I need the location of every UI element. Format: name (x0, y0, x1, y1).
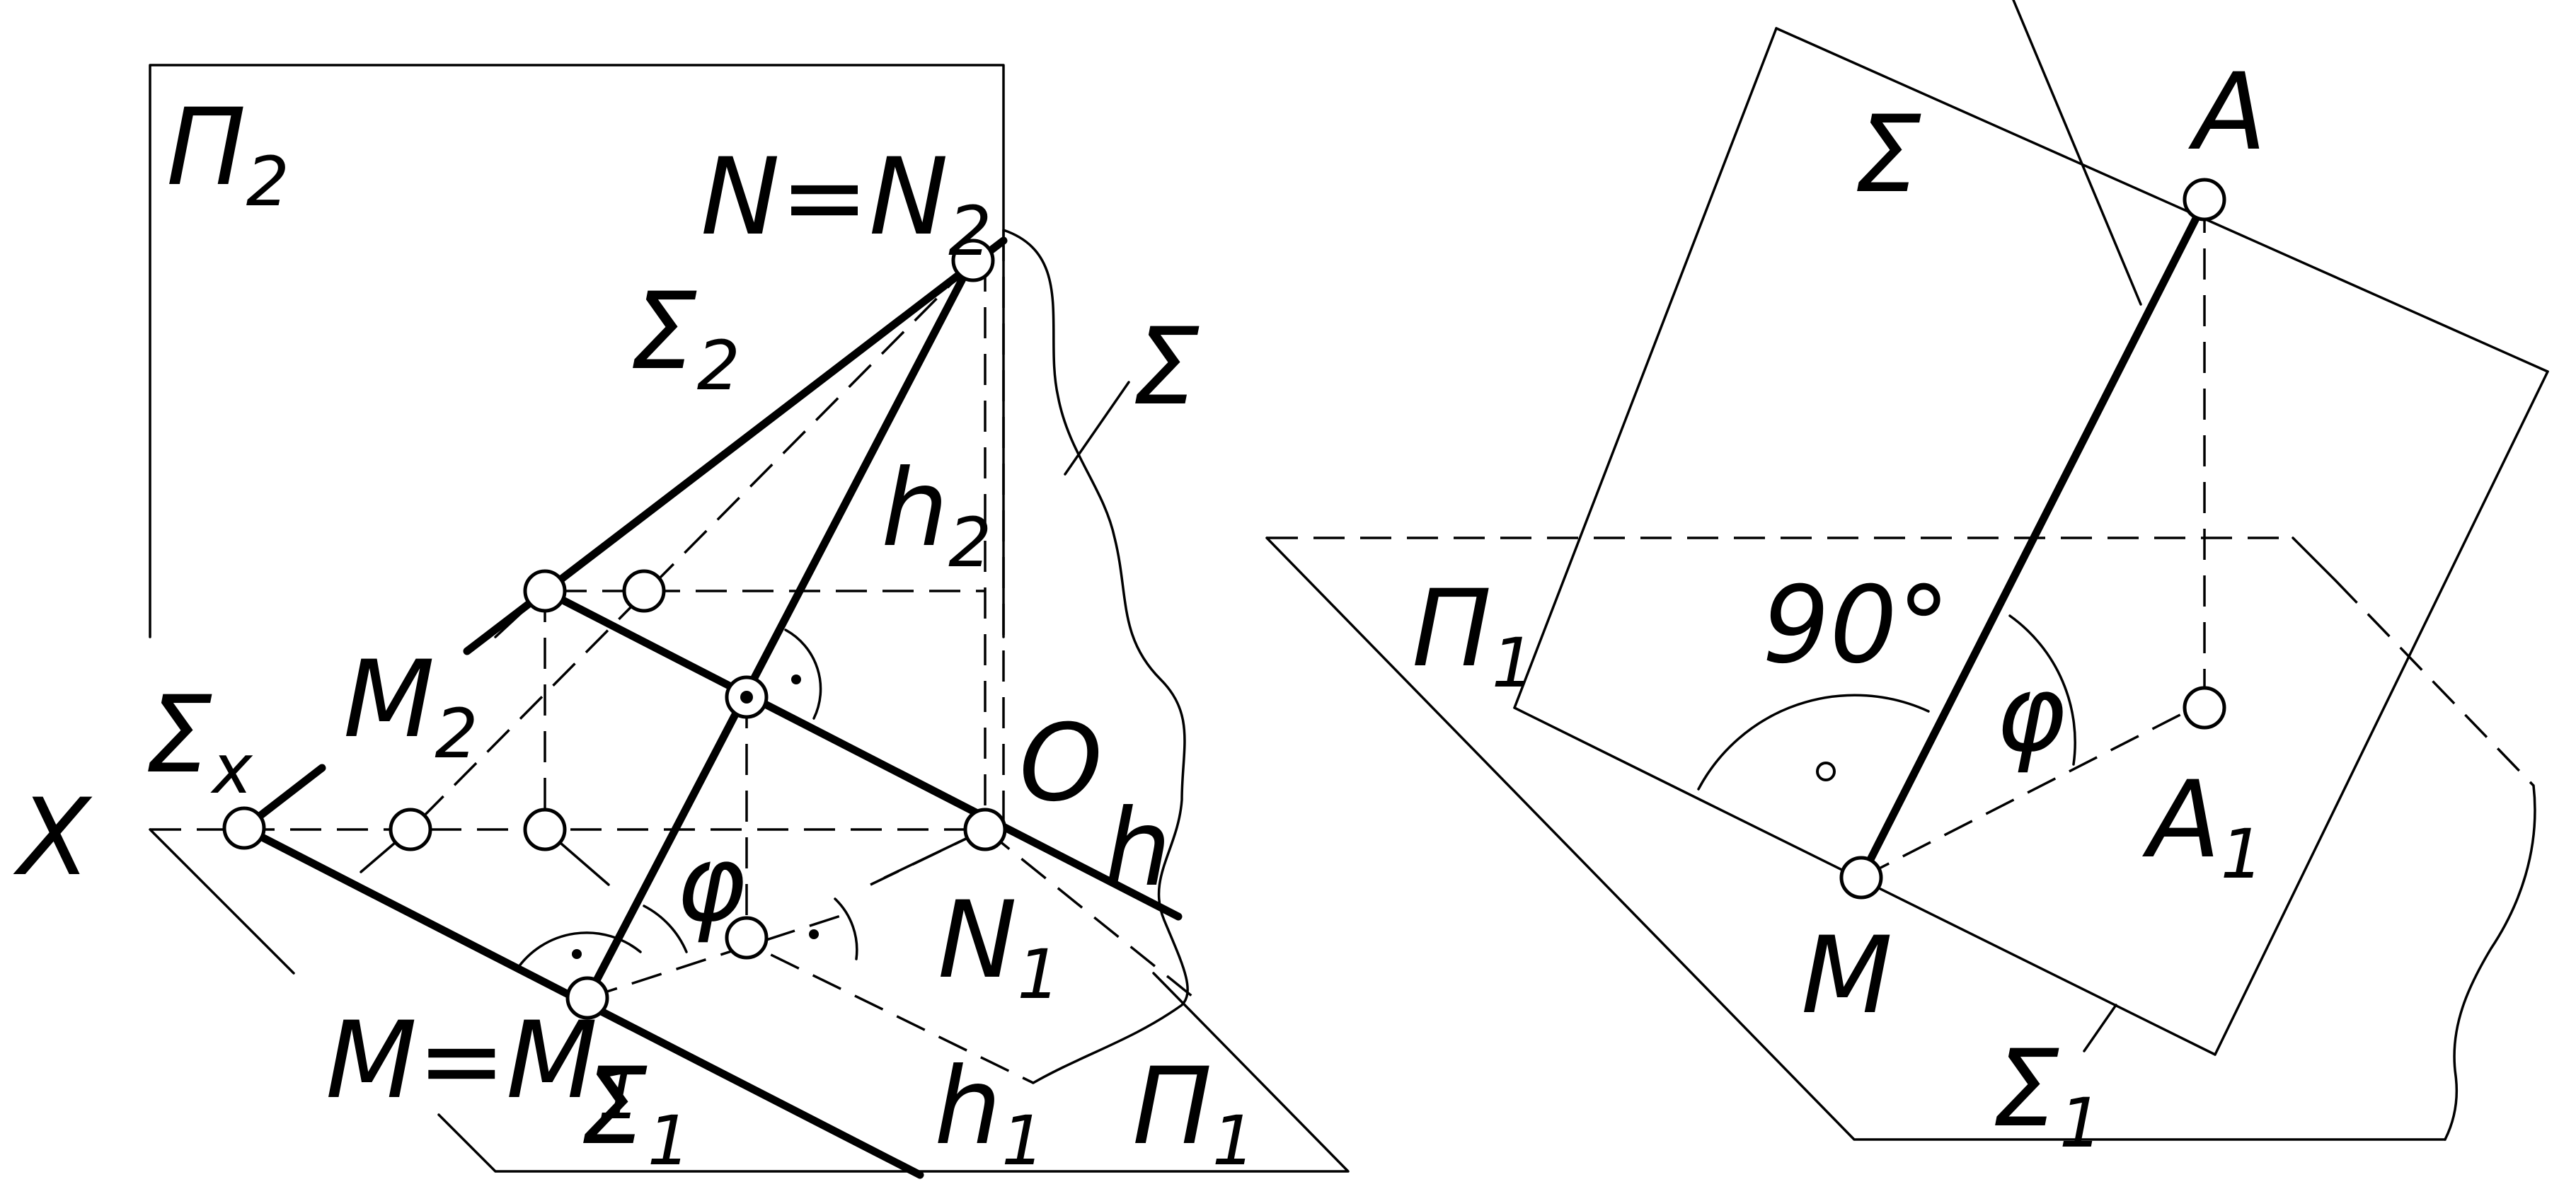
sigma-wavy-edge (1002, 229, 1189, 1084)
point-n2 (951, 239, 995, 282)
point-n1 (963, 808, 1007, 851)
point-m2 (523, 569, 567, 613)
left-drawing: Π2 N=N2 Σ2 Σ h2 M2 Σx X O h φ N1 M=M1 Σ1… (13, 64, 1350, 1181)
pi1-frame (149, 828, 295, 975)
phi2-arc-left (834, 897, 858, 960)
label-o: O (1019, 702, 1103, 825)
label-a1: A1 (2142, 759, 2264, 894)
label-sigma1-right: Σ1 (1992, 1028, 2103, 1163)
label-x-axis: X (13, 776, 93, 900)
point-m1 (565, 976, 609, 1020)
right-angle-dot-m (572, 949, 582, 959)
label-sigma: Σ (1132, 306, 1200, 429)
label-phi-right: φ (1996, 653, 2066, 776)
point-x2 (523, 808, 567, 851)
label-pi2: Π2 (166, 86, 289, 222)
label-sigmax: Σx (145, 674, 253, 809)
point-sigmax (222, 806, 266, 850)
right-angle-arc-o (784, 628, 822, 720)
construction-line-to-pi1 (728, 933, 1034, 1084)
sigma-plane-top-edge (1775, 27, 2549, 373)
point-x1 (389, 808, 432, 851)
label-a: A (2188, 51, 2267, 174)
label-m-right: M (1801, 914, 1892, 1038)
label-pi1-right: Π1 (1412, 568, 1535, 703)
phi-arc-right (2008, 614, 2076, 766)
label-n1: N1 (938, 879, 1060, 1014)
label-h2: h2 (881, 447, 991, 582)
pi1-plane-wavy-right (2444, 784, 2536, 1141)
label-h: h (1104, 787, 1171, 910)
angle-90-arc (1697, 694, 1930, 791)
label-n-eq-n2: N=N2 (701, 136, 991, 271)
label-sigma1: Σ1 (580, 1045, 691, 1181)
label-phi: φ (676, 822, 746, 946)
h-line (541, 587, 1183, 921)
right-angle-arc-m (515, 931, 642, 971)
point-phi (725, 916, 769, 960)
ma-line (1857, 197, 2209, 882)
pi1-plane-left (1265, 536, 2446, 1141)
pi1-frame-bottom (437, 972, 1350, 1173)
pi1-plane-right-part (2292, 536, 2337, 582)
sigma-leader (1064, 381, 1130, 476)
point-m (1839, 856, 1883, 900)
right-drawing: A Σ Π1 90° φ A1 M Σ1 (1265, 0, 2549, 1163)
h2-line (583, 261, 974, 1002)
sigma1-leader (2083, 1004, 2117, 1052)
point-a (2183, 178, 2226, 222)
sigma-plane-left-edge (1513, 27, 1778, 709)
point-o-center (740, 691, 753, 704)
label-pi1: Π1 (1132, 1045, 1255, 1181)
point-m2b (622, 569, 666, 613)
label-sigma2: Σ2 (630, 270, 740, 406)
angle-90-dot (1816, 762, 1836, 781)
phi-arc-left (643, 905, 688, 953)
construction-line-n2-to-x (409, 264, 971, 831)
label-m-eq-m1: M=M1 (326, 999, 641, 1135)
auxiliary-line (2012, 0, 2142, 306)
point-a1 (2183, 686, 2226, 730)
pi1-plane-right-dashed (2334, 579, 2535, 787)
label-sigma-right: Σ (1854, 93, 1921, 217)
label-90-deg: 90° (1762, 564, 1950, 687)
right-angle-dot-o (791, 675, 801, 684)
label-m2: M2 (343, 638, 478, 774)
label-h1: h1 (934, 1045, 1045, 1181)
m-a1-line (1861, 706, 2195, 879)
phi2-dot-left (809, 929, 819, 939)
sigma-plane-right-edge (2214, 370, 2549, 1056)
